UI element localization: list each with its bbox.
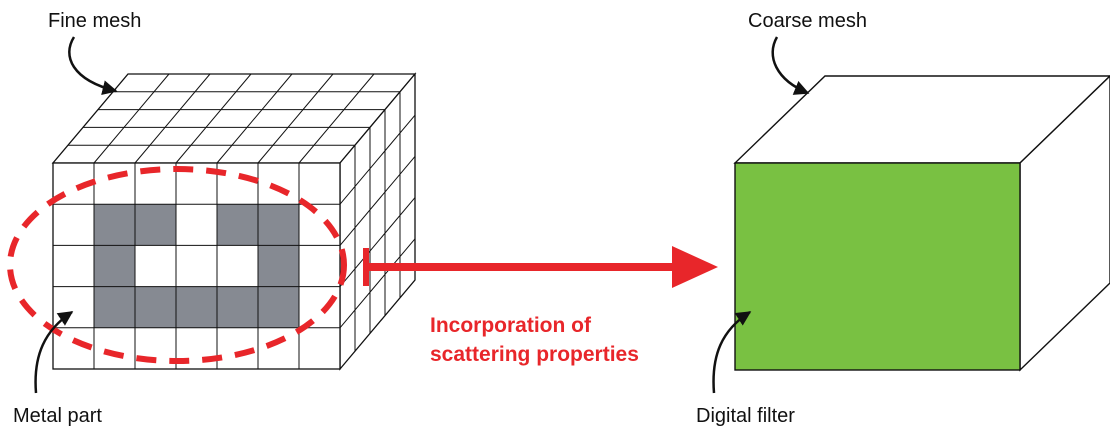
metal-part-label: Metal part xyxy=(13,405,102,427)
metal-cell xyxy=(94,204,135,246)
metal-cell xyxy=(135,286,176,328)
top-grid-line xyxy=(298,73,375,164)
top-grid-line xyxy=(134,73,211,164)
metal-cell xyxy=(217,204,258,246)
metal-cell xyxy=(94,245,135,287)
top-grid-line xyxy=(216,73,293,164)
top-grid-line xyxy=(257,73,334,164)
metal-part-pointer-arrow xyxy=(34,310,74,394)
side-grid-line xyxy=(339,156,416,246)
side-grid-line xyxy=(339,238,416,329)
metal-cell xyxy=(135,204,176,246)
metal-cell xyxy=(176,286,217,328)
metal-cell xyxy=(94,286,135,328)
digital-filter-face xyxy=(734,162,1021,371)
metal-region-ellipse xyxy=(7,166,347,364)
side-grid-line xyxy=(339,114,416,205)
incorporation-line-1: Incorporation of xyxy=(430,314,591,337)
incorporation-label: Incorporation of scattering properties xyxy=(430,311,639,369)
metal-cell xyxy=(258,245,299,287)
metal-cell xyxy=(258,286,299,328)
incorporation-line-2: scattering properties xyxy=(430,343,639,366)
top-grid-line xyxy=(175,73,252,164)
coarse-mesh-pointer-arrow xyxy=(771,36,810,95)
coarse-mesh-label: Coarse mesh xyxy=(748,10,867,32)
side-grid-line xyxy=(339,197,416,287)
top-grid-line xyxy=(93,73,170,164)
fine-mesh-pointer-arrow xyxy=(68,36,118,95)
arrow-head xyxy=(672,246,718,288)
digital-filter-pointer-arrow xyxy=(712,310,752,394)
metal-cell xyxy=(258,204,299,246)
metal-cell xyxy=(217,286,258,328)
fine-mesh-label: Fine mesh xyxy=(48,10,142,32)
digital-filter-label: Digital filter xyxy=(696,405,795,427)
